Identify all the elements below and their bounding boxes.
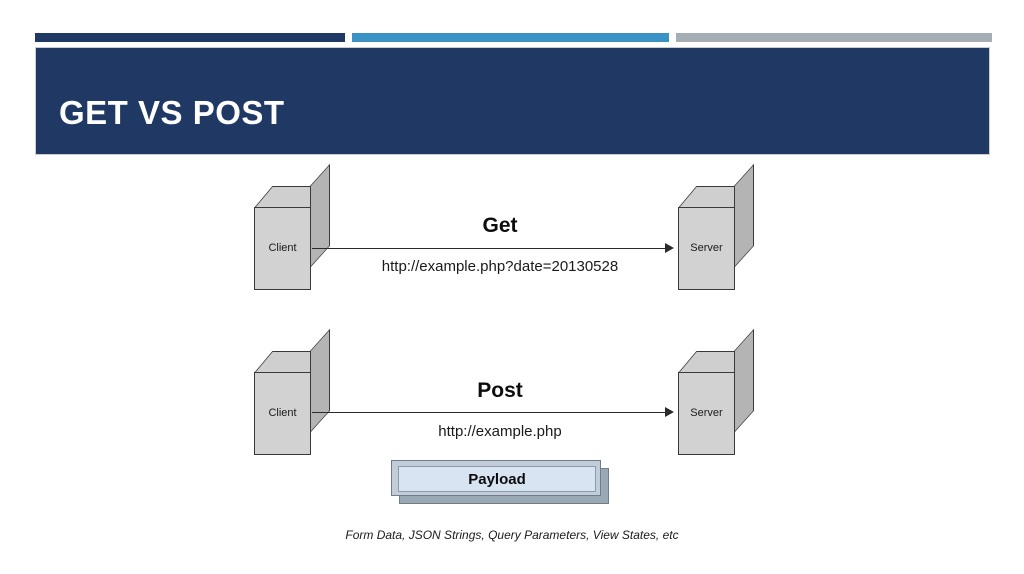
post-url-label: http://example.php [438, 423, 562, 440]
post-client-node: Client [254, 328, 332, 456]
post-arrow-line [312, 412, 668, 413]
cube-front-face [254, 372, 311, 455]
post-method-label: Post [477, 379, 523, 402]
cube-side-face [734, 163, 754, 268]
get-arrow-line [312, 248, 668, 249]
get-server-node: Server [678, 163, 756, 291]
cube-side-face [734, 328, 754, 433]
cube-front-face [254, 207, 311, 290]
accent-bar-navy [35, 33, 345, 42]
post-server-node: Server [678, 328, 756, 456]
payload-box-frame: Payload [391, 460, 601, 496]
cube-side-face [310, 163, 330, 268]
payload-box: Payload [391, 460, 609, 504]
get-client-label: Client [268, 242, 297, 254]
accent-bar-group [35, 33, 992, 42]
get-method-label: Get [482, 214, 518, 237]
accent-bar-gray [676, 33, 992, 42]
cube-side-face [310, 328, 330, 433]
post-client-label: Client [268, 407, 297, 419]
payload-caption: Form Data, JSON Strings, Query Parameter… [345, 528, 679, 542]
get-client-node: Client [254, 163, 332, 291]
get-url-label: http://example.php?date=20130528 [381, 258, 619, 275]
cube-front-face [678, 372, 735, 455]
post-server-label: Server [690, 407, 723, 419]
page-title: GET VS POST [59, 94, 285, 131]
payload-box-inner: Payload [398, 466, 596, 492]
post-arrow-head-icon [665, 407, 674, 417]
cube-front-face [678, 207, 735, 290]
payload-label: Payload [468, 470, 526, 488]
accent-bar-blue [352, 33, 669, 42]
get-server-label: Server [690, 242, 723, 254]
title-banner: GET VS POST [35, 47, 990, 155]
get-arrow-head-icon [665, 243, 674, 253]
